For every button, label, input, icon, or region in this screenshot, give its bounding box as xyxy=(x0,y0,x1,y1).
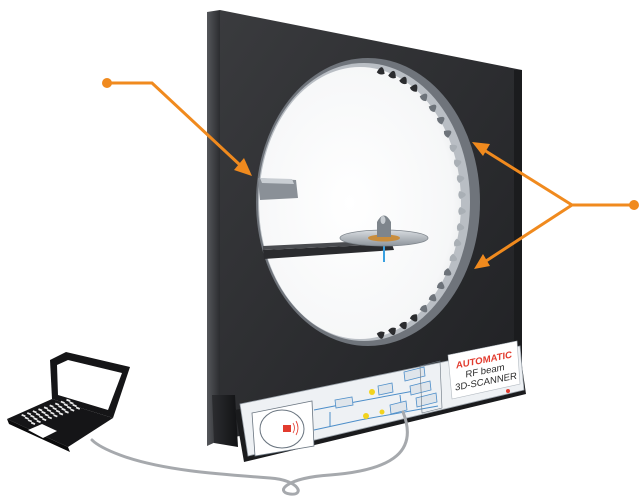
schematic-led-3 xyxy=(380,410,385,415)
schematic-led-2 xyxy=(363,413,369,419)
schematic-led-1 xyxy=(369,389,375,395)
antenna-horn xyxy=(258,178,298,200)
frame-side xyxy=(207,10,220,446)
scanner-aperture xyxy=(256,58,480,346)
brand-logo xyxy=(506,389,510,393)
test-object-highlight xyxy=(381,216,386,224)
laptop-icon xyxy=(7,352,130,452)
frame-edge xyxy=(514,70,522,378)
base-stand xyxy=(212,395,238,447)
schematic-tx xyxy=(283,425,291,432)
